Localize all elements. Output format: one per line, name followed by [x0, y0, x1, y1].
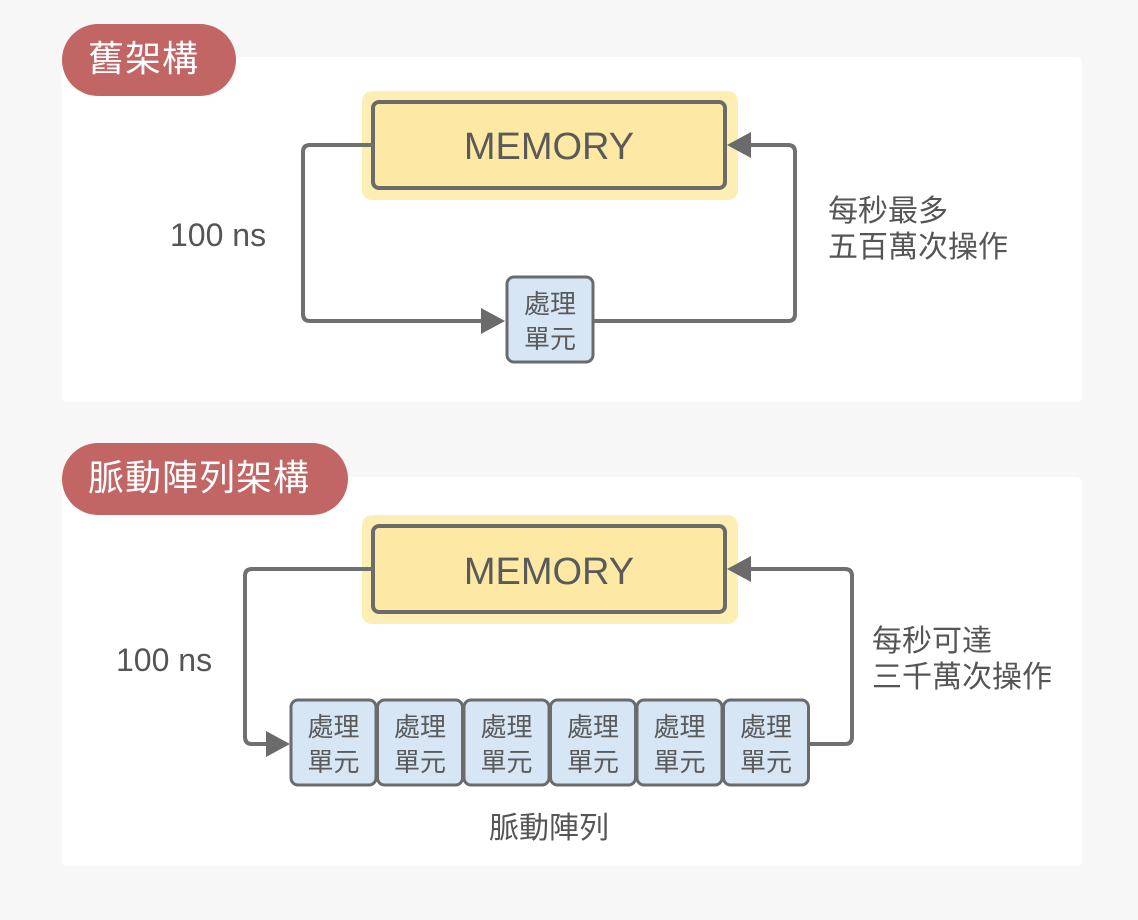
arrow-left-icon: [727, 132, 751, 158]
processing-unit-label-line2: 單元: [307, 748, 359, 778]
arrow-left-icon: [727, 556, 751, 582]
processing-unit-label-line2: 單元: [394, 748, 446, 778]
systolic-array-caption: 脈動陣列: [489, 811, 609, 846]
processing-unit-label-line2: 單元: [567, 748, 619, 778]
arrow-right-icon: [266, 731, 290, 757]
arrow-right-icon: [481, 308, 505, 334]
memory-to-pe-wire: [301, 143, 490, 323]
throughput-label-line2: 五百萬次操作: [828, 230, 1008, 265]
processing-unit-label-line1: 處理: [480, 713, 532, 743]
processing-unit-label-line1: 處理: [740, 713, 792, 743]
processing-unit-label-line2: 單元: [653, 748, 705, 778]
processing-unit-label-line1: 處理: [567, 713, 619, 743]
memory-label: MEMORY: [464, 126, 634, 168]
memory-label: MEMORY: [464, 551, 634, 593]
processing-unit-label-line1: 處理: [524, 290, 576, 320]
processing-unit-label-line2: 單元: [480, 748, 532, 778]
old-architecture-diagram: MEMORY 處理 單元 100 ns 每秒最多 五百萬次操作: [170, 91, 1008, 364]
latency-label: 100 ns: [116, 642, 212, 678]
processing-unit-label-line1: 處理: [653, 713, 705, 743]
throughput-label-line2: 三千萬次操作: [872, 660, 1052, 695]
processing-unit: [722, 698, 810, 787]
old-architecture-title: 舊架構: [62, 24, 236, 96]
throughput-label-line1: 每秒可達: [872, 624, 992, 659]
systolic-architecture-title: 脈動陣列架構: [62, 443, 348, 515]
pe-to-memory-wire: [593, 143, 797, 323]
memory-to-array-wire: [243, 567, 373, 746]
processing-unit: [505, 275, 595, 364]
processing-unit-label-line2: 單元: [524, 325, 576, 355]
processing-unit-label-line1: 處理: [307, 713, 359, 743]
processing-unit-label-line2: 單元: [740, 748, 792, 778]
array-to-memory-wire: [745, 567, 854, 746]
latency-label: 100 ns: [170, 217, 266, 253]
processing-unit-label-line1: 處理: [394, 713, 446, 743]
throughput-label-line1: 每秒最多: [828, 194, 948, 229]
